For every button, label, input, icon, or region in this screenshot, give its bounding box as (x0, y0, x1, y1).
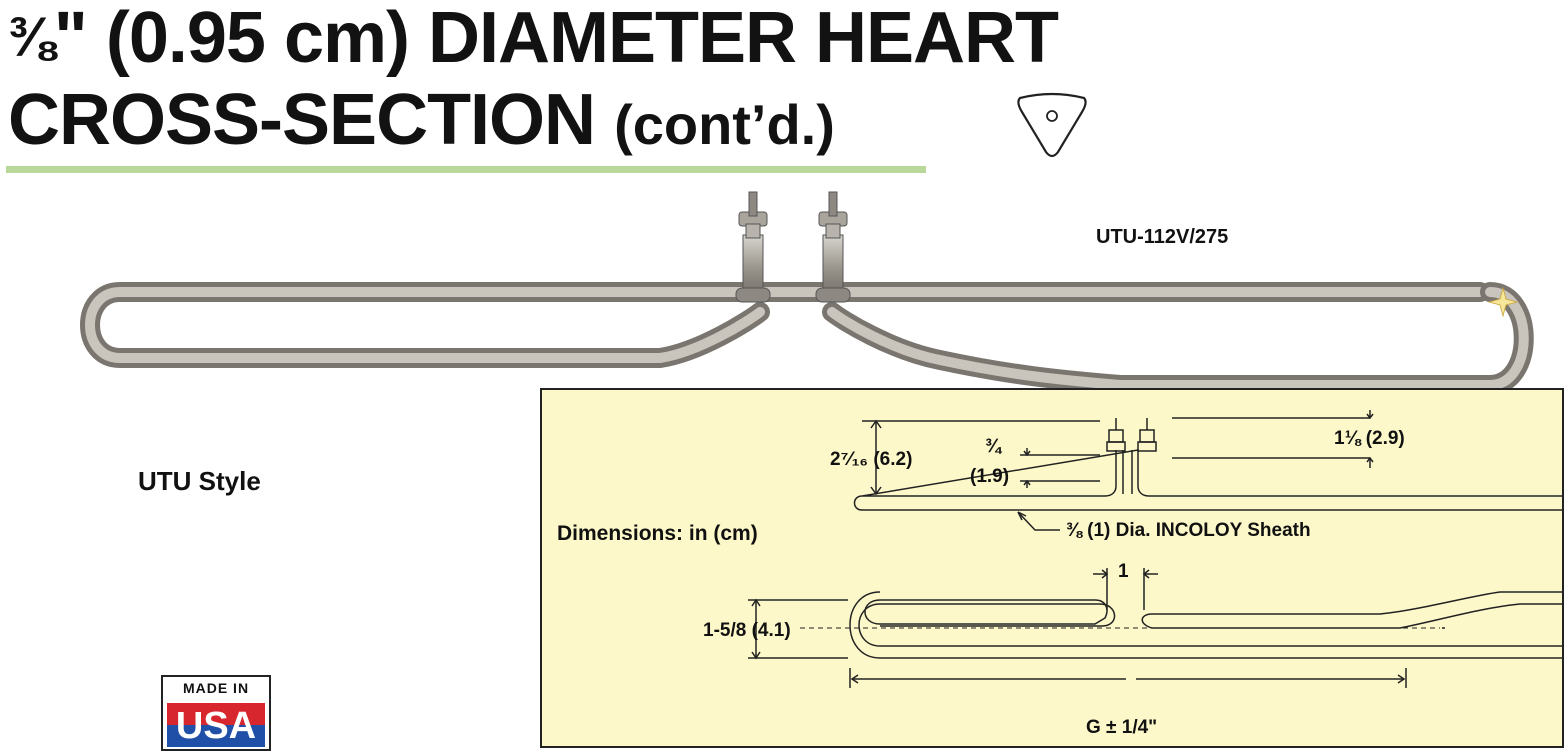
dimension-drawing (748, 410, 1564, 688)
title-line-2-text: CROSS-SECTION (8, 80, 596, 160)
width-label: 1-5/8 (4.1) (703, 620, 791, 641)
title-underline-rule (6, 166, 926, 173)
heart-cross-section-icon (1017, 92, 1087, 158)
overall-height-label: 2⁷⁄₁₆ (6.2) (830, 449, 913, 470)
model-label: UTU-112V/275 (1096, 226, 1229, 248)
page-title-line-2: CROSS-SECTION (cont’d.) (8, 84, 835, 161)
badge-line-2: USA (175, 705, 257, 747)
terminal-height-label-bottom: (1.9) (970, 466, 1010, 487)
heater-element-photo (80, 191, 1534, 395)
page-title-line-1: ⅜" (0.95 cm) DIAMETER HEART (8, 0, 1059, 79)
title-line-2-suffix: (cont’d.) (614, 93, 835, 156)
badge-line-1: MADE IN (182, 680, 250, 696)
gap-label: 1 (1118, 561, 1129, 582)
dimension-diagram-panel (540, 388, 1564, 748)
usa-flag-icon (161, 675, 271, 751)
stud-length-label: 1⅛ (2.9) (1334, 428, 1405, 449)
length-label: G ± 1/4" (1086, 717, 1158, 738)
dimensions-label: Dimensions: in (cm) (557, 522, 758, 545)
sparkle-icon (1487, 286, 1519, 318)
title-line-1-text: " (0.95 cm) DIAMETER HEART (53, 0, 1059, 78)
terminal-height-label-top: ¾ (985, 436, 1001, 457)
made-in-usa-badge: MADE IN USA (161, 675, 271, 751)
title-fraction: ⅜ (8, 5, 55, 68)
style-label: UTU Style (138, 466, 261, 496)
sheath-label: ⅜ (1) Dia. INCOLOY Sheath (1066, 520, 1311, 541)
